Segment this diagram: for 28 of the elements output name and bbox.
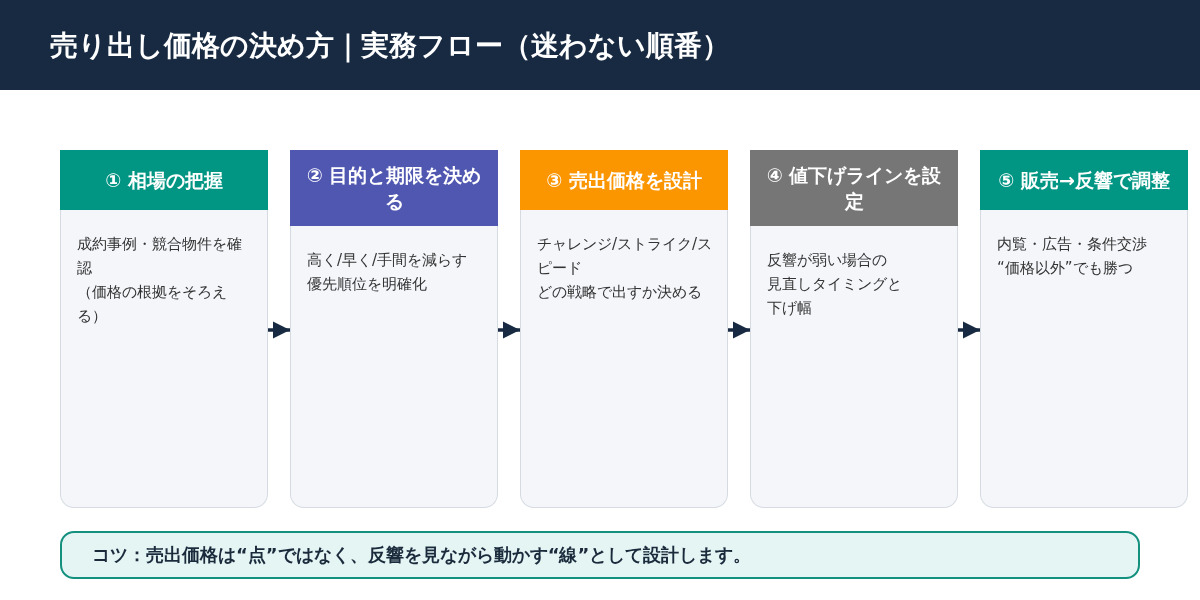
step-heading: ④ 値下げラインを設定 (750, 150, 958, 226)
step-description: どの戦略で出すか決める (536, 282, 703, 303)
step-heading: ② 目的と期限を決める (290, 150, 498, 226)
step-card (60, 150, 268, 508)
arrow (728, 321, 750, 339)
step-heading: ① 相場の把握 (60, 150, 268, 210)
step-card (750, 150, 958, 508)
step-description: 内覧・広告・条件交渉 (996, 234, 1148, 255)
arrow (268, 321, 290, 339)
step-card (980, 150, 1188, 508)
step-heading: ⑤ 販売→反響で調整 (980, 150, 1188, 210)
arrow (958, 321, 980, 339)
step-heading: ③ 売出価格を設計 (520, 150, 728, 210)
arrow (498, 321, 520, 339)
page-title: 売り出し価格の決め方｜実務フロー（迷わない順番） (50, 28, 730, 64)
step-description: “価格以外”でも勝つ (996, 258, 1134, 279)
tip-text: コツ：売出価格は“点”ではなく、反響を見ながら動かす“線”として設計します。 (92, 543, 752, 567)
step-description: 優先順位を明確化 (306, 274, 428, 295)
step-description: 成約事例・競合物件を確認 (76, 234, 243, 279)
tip-box (60, 531, 1140, 579)
step-card (290, 150, 498, 508)
step-description: （価格の根拠をそろえる） (76, 282, 228, 327)
step-description: チャレンジ/ストライク/スピード (536, 234, 714, 279)
step-description: 反響が弱い場合の (766, 250, 888, 271)
step-description: 見直しタイミングと (766, 274, 903, 295)
step-description: 高く/早く/手間を減らす (306, 250, 469, 271)
step-description: 下げ幅 (766, 298, 813, 319)
step-card (520, 150, 728, 508)
